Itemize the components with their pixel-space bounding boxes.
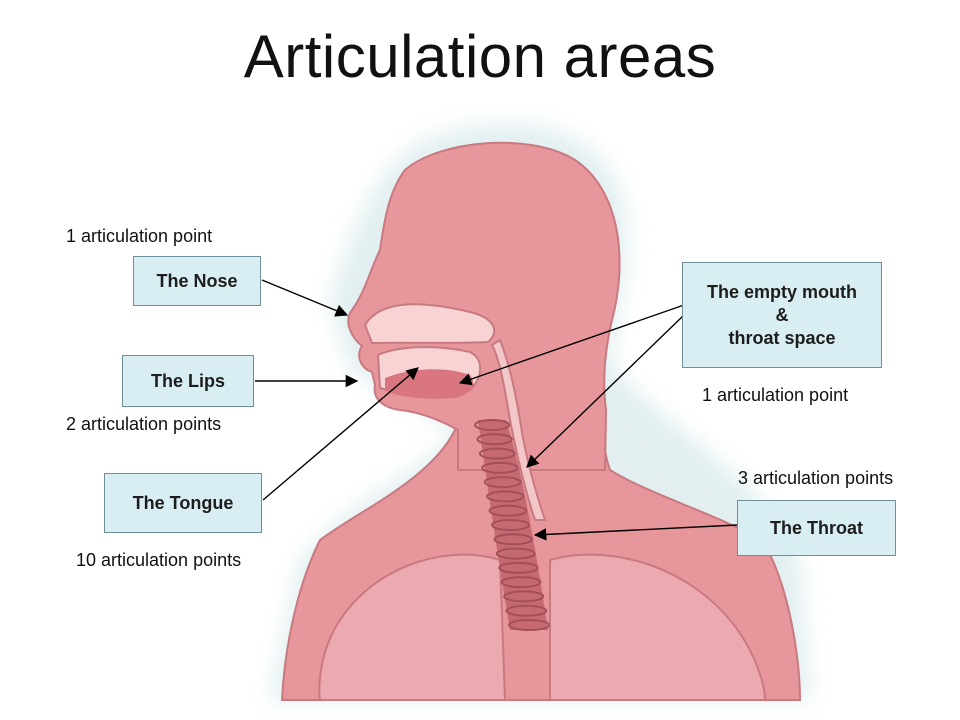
esophagus	[490, 338, 547, 521]
arrow-tongue	[262, 367, 419, 501]
page-title: Articulation areas	[243, 23, 717, 90]
throat-note: 3 articulation points	[738, 468, 894, 488]
throat-label-box: The Throat	[737, 500, 896, 556]
trachea-ring	[505, 604, 548, 617]
lips-note: 2 articulation points	[66, 414, 222, 434]
trachea-ring	[486, 490, 525, 503]
trachea-ring	[478, 447, 516, 460]
arrow-nose	[261, 279, 349, 317]
arrow-mouth-space	[458, 304, 685, 386]
trachea-ring	[483, 476, 522, 489]
lips-label-box: The Lips	[122, 355, 254, 407]
trachea-ring	[488, 504, 528, 517]
nose-label-box: The Nose	[133, 256, 261, 306]
tongue-note: 10 articulation points	[76, 550, 242, 570]
nose-note: 1 articulation point	[66, 226, 213, 246]
right-lung	[549, 553, 767, 701]
mouth-note: 1 articulation point	[702, 385, 849, 405]
trachea-ring	[508, 619, 550, 631]
mouth-label-line-2: &	[775, 304, 789, 325]
arrow-throat	[533, 524, 738, 541]
tongue-label-box: The Tongue	[104, 473, 262, 533]
trachea-ring	[481, 461, 519, 474]
trachea-ring	[476, 433, 513, 446]
nasal-cavity	[363, 303, 496, 345]
mouth-label-line-3: throat space	[728, 327, 836, 348]
arrow-throat-space	[526, 314, 685, 468]
pointer-arrows	[255, 279, 738, 541]
trachea-ring	[491, 519, 530, 531]
trachea	[474, 419, 550, 631]
mouth-throat-space-label-box: The empty mouth & throat space	[682, 262, 882, 368]
trachea-ring	[500, 576, 542, 589]
trachea-ring	[493, 533, 533, 546]
trachea-ring	[474, 419, 510, 431]
trachea-ring	[495, 547, 536, 560]
left-lung	[318, 553, 507, 701]
mouth-label-line-1: The empty mouth	[706, 281, 857, 302]
trachea-ring	[498, 561, 539, 574]
trachea-ring	[503, 590, 545, 603]
